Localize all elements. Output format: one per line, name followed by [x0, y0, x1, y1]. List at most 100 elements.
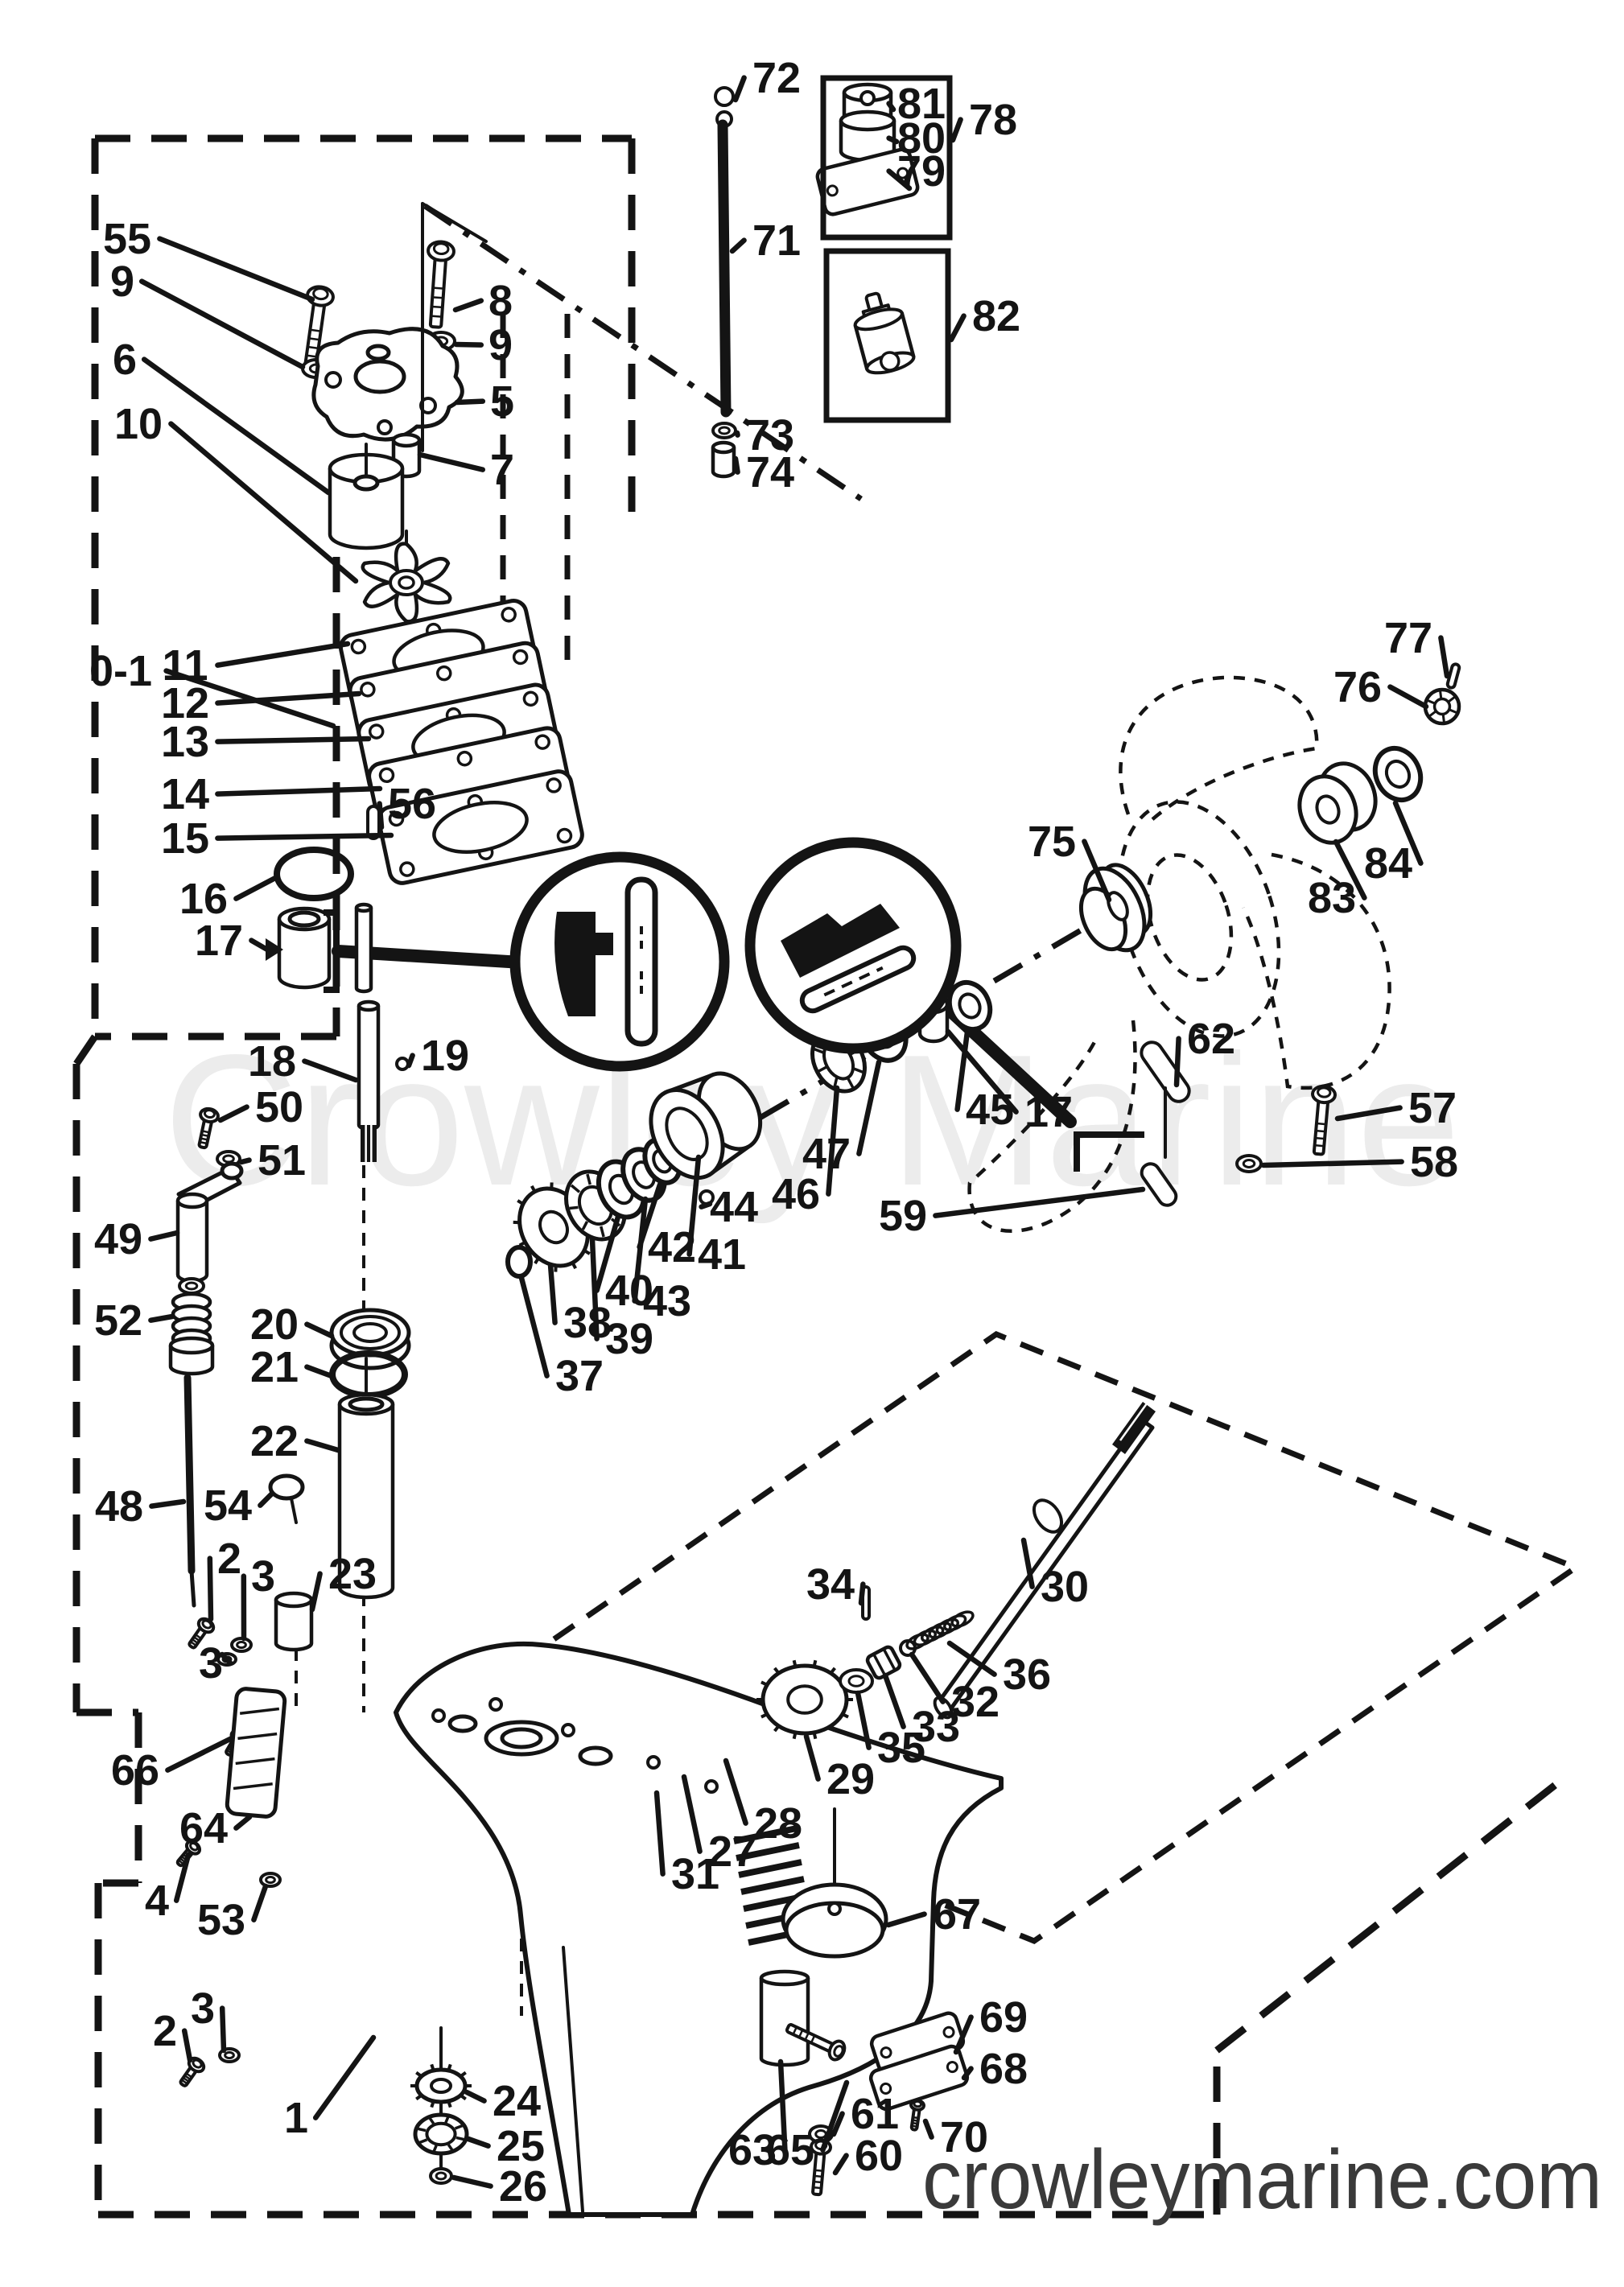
- part-ellipse: [201, 1619, 212, 1630]
- part-bolt: [810, 2138, 832, 2197]
- shape-line: [581, 1221, 589, 1230]
- shape-line: [237, 1732, 278, 1741]
- leader-line: [215, 736, 372, 744]
- callout-46: 46: [772, 1085, 840, 1218]
- part-number: 48: [95, 1482, 143, 1531]
- part-number: 26: [499, 2162, 547, 2211]
- shape-circle: [896, 167, 909, 179]
- part-number: 70: [940, 2113, 988, 2161]
- leader-line: [826, 1085, 840, 1197]
- shape-line: [812, 1732, 818, 1740]
- shape-line: [517, 1199, 525, 1205]
- leader-line: [168, 421, 359, 584]
- callout-20: 20: [250, 1300, 335, 1349]
- part-bolt: [785, 2023, 847, 2062]
- leader-line: [1260, 1159, 1404, 1168]
- part-number: 74: [746, 448, 794, 497]
- part-number: 36: [1003, 1650, 1051, 1699]
- shape-line: [201, 1130, 210, 1134]
- leader-line: [1020, 1537, 1035, 1589]
- part-bolt: [909, 2099, 925, 2132]
- callout-41: 41: [686, 1154, 746, 1279]
- shape-line: [913, 2116, 919, 2120]
- shape-circle: [942, 2025, 955, 2038]
- part-number: 51: [258, 1136, 306, 1185]
- shape-circle: [880, 2082, 892, 2095]
- shape-line: [1428, 711, 1436, 718]
- shape-path: [1119, 675, 1319, 822]
- part-ellipse: [425, 2121, 457, 2147]
- part-number: 82: [972, 292, 1020, 340]
- part-number: 29: [826, 1755, 875, 1803]
- leader-line: [886, 135, 900, 145]
- leader-line: [304, 1364, 335, 1379]
- leader-line: [215, 641, 351, 668]
- leader-line: [686, 1154, 702, 1257]
- part-ellipse: [538, 1209, 569, 1245]
- part-plate: [868, 2044, 970, 2112]
- rod-glyph: [799, 945, 917, 1014]
- leader-line: [732, 455, 740, 475]
- callout-51: 51: [238, 1136, 306, 1185]
- shape-circle: [534, 734, 550, 750]
- shape-path: [1241, 852, 1391, 1090]
- callout-13: 13: [161, 718, 372, 766]
- part-ellipse: [236, 1640, 247, 1650]
- part-number: 16: [179, 875, 228, 923]
- shape-line: [798, 2029, 804, 2038]
- callout-9: 9: [453, 321, 513, 369]
- shape-line: [428, 2117, 435, 2124]
- callout-14: 14: [161, 770, 383, 818]
- shape-circle: [826, 184, 839, 197]
- callout-43: 43: [632, 1196, 691, 1325]
- callout-3: 3: [199, 1639, 233, 1687]
- callout-57: 57: [1334, 1084, 1457, 1132]
- leader-line: [141, 356, 332, 496]
- shape-line: [600, 1226, 605, 1238]
- callout-54: 54: [204, 1481, 275, 1530]
- callout-31: 31: [653, 1790, 719, 1898]
- shape-line: [455, 2136, 464, 2141]
- shape-line: [911, 2124, 917, 2128]
- callout-59: 59: [879, 1186, 1146, 1240]
- callout-2: 2: [153, 2007, 193, 2063]
- part-cylinder: [175, 1192, 209, 1284]
- part-number: 61: [851, 2090, 899, 2138]
- part-number: 81: [897, 80, 946, 128]
- part-ellipse: [189, 1842, 199, 1852]
- part-number: 71: [752, 216, 801, 265]
- leader-line: [249, 937, 270, 953]
- shape-circle: [368, 723, 385, 740]
- shape-line: [518, 1241, 526, 1247]
- part-number: 63: [728, 2126, 777, 2174]
- shape-line: [852, 1067, 865, 1074]
- part-circle: [714, 86, 735, 107]
- callout-30: 30: [1020, 1537, 1089, 1611]
- callout-75: 75: [1028, 818, 1112, 903]
- callout-33: 33: [882, 1672, 960, 1751]
- callout-69: 69: [953, 1993, 1028, 2055]
- shape-line: [239, 1707, 280, 1716]
- callout-77: 77: [1384, 614, 1450, 679]
- leader-line: [886, 168, 913, 192]
- leader-line: [465, 2136, 491, 2149]
- part-rod: [183, 1374, 196, 1575]
- shape-line: [307, 345, 319, 350]
- shape-path: [175, 1201, 209, 1284]
- callout-70: 70: [922, 2113, 988, 2161]
- leader-line: [157, 236, 315, 303]
- shape-line: [569, 1205, 579, 1210]
- leader-line: [1333, 839, 1367, 900]
- leader-line: [855, 1690, 872, 1750]
- shape-rect: [799, 945, 917, 1014]
- part-number: 68: [979, 2045, 1028, 2093]
- part-number: 9: [110, 258, 134, 306]
- callout-50: 50: [217, 1083, 303, 1131]
- part-number: 57: [1408, 1084, 1457, 1132]
- shape-path: [967, 1020, 1137, 1233]
- part-ellipse: [398, 575, 415, 590]
- part-number: 27: [708, 1828, 756, 1876]
- callout-79: 79: [886, 147, 946, 196]
- shape-circle: [880, 351, 901, 372]
